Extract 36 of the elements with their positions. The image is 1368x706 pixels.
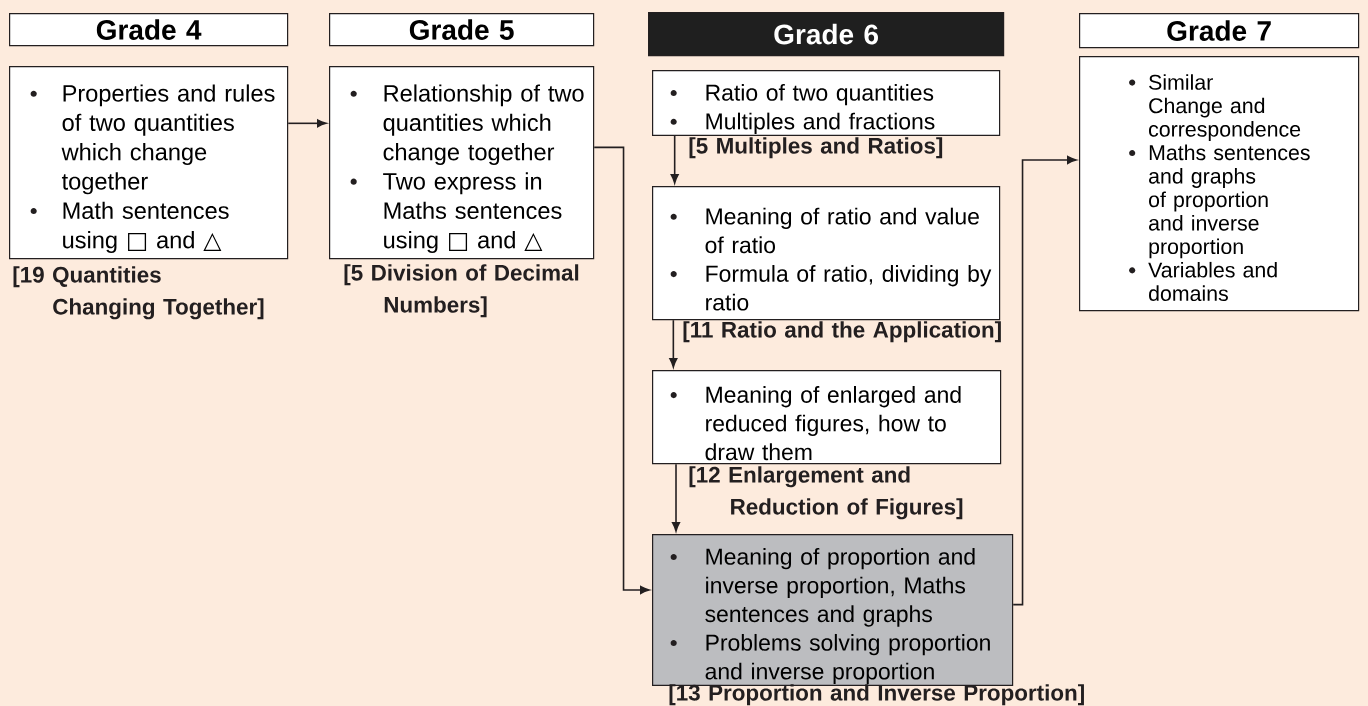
bullet-item: Meaning of ratio and value of ratio — [670, 207, 979, 254]
content-box — [652, 70, 1001, 136]
bullet-item: Relationship of two quantities which change together — [350, 84, 584, 166]
grade-header: Grade 4 — [9, 13, 289, 47]
bullet-item: Ratio of two quantities — [670, 83, 934, 106]
bullet-item: Problems solving proportion and inverse proportion — [670, 633, 990, 684]
arrow — [669, 319, 678, 368]
unit-label: [5 Multiples and Ratios] — [689, 137, 943, 159]
content-box — [329, 66, 595, 260]
unit-label: [11 Ratio and the Application] — [683, 321, 1001, 343]
arrow — [671, 463, 681, 532]
arrow — [1012, 155, 1077, 606]
arrow — [670, 135, 679, 184]
arrow — [287, 119, 327, 128]
grade-header: Grade 5 — [329, 13, 595, 47]
bullet-item: Meaning of proportion and inverse proportion, Maths sentences and graphs — [670, 547, 975, 627]
grade-header: Grade 7 — [1079, 13, 1360, 49]
grade-header: Grade 6 — [648, 12, 1005, 57]
unit-label: [19 Quantities Changing Together] — [13, 266, 264, 320]
content-box — [652, 370, 1002, 465]
bullet-item: Variables and domains — [1129, 261, 1277, 302]
bullet-item: Two express in Maths sentences using □ and △ — [350, 172, 562, 254]
unit-label: [5 Division of Decimal Numbers] — [344, 264, 579, 318]
bullet-item: Similar Change and correspondence — [1129, 74, 1301, 141]
content-box — [652, 186, 1001, 321]
bullet-item: Math sentences using □ and △ — [30, 201, 229, 254]
bullet-item: Multiples and fractions — [670, 112, 935, 135]
content-box — [9, 66, 289, 260]
bullet-item: Formula of ratio, dividing by ratio — [670, 265, 992, 311]
bullet-item: Meaning of enlarged and reduced figures, how to draw them — [670, 386, 961, 461]
content-box — [1079, 56, 1360, 312]
arrow — [593, 146, 650, 595]
content-box — [652, 534, 1014, 686]
unit-label: [12 Enlargement and Reduction of Figures] — [689, 466, 963, 520]
bullet-item: Maths sentences and graphs of proportion and inverse proportion — [1129, 144, 1310, 259]
bullet-item: Properties and rules of two quantities which change together — [30, 84, 275, 195]
